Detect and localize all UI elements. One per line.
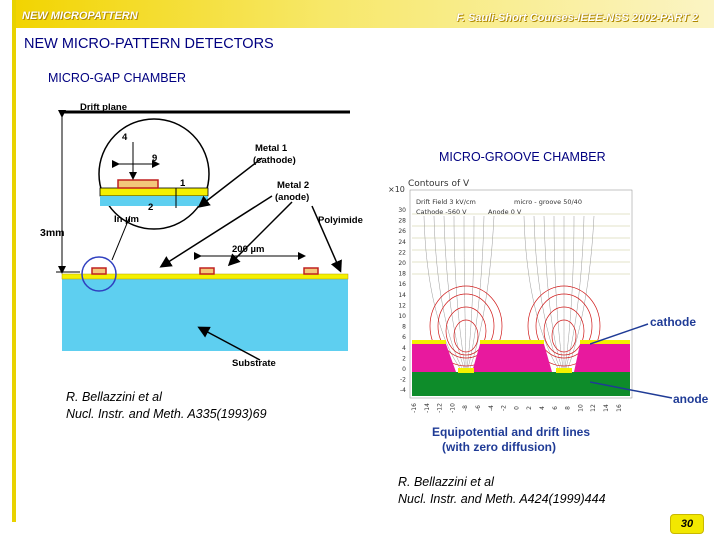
y-tick-label: 20: [398, 260, 406, 267]
polyimide-arrow: [311, 205, 342, 273]
equipotential-lines: [412, 213, 630, 275]
x-tick-label: -8: [462, 405, 469, 411]
x-tick-label: 6: [552, 406, 559, 410]
y-tick-label: 12: [398, 302, 406, 309]
header-bar: [12, 0, 714, 28]
slide-title: NEW MICRO-PATTERN DETECTORS: [24, 36, 274, 52]
anode-pads: [458, 368, 572, 373]
y-tick-label: 24: [398, 239, 406, 246]
substrate-block: [62, 279, 348, 351]
metal2-label: Metal 2: [277, 180, 310, 191]
cathode-blocks: [412, 344, 630, 372]
anode-strips: [91, 267, 319, 275]
detail-anode: [117, 179, 159, 189]
header-left-text: NEW MICROPATTERN: [22, 10, 138, 22]
plot-title-text: Contours of V: [408, 179, 470, 189]
dim-1-label: 1: [180, 178, 186, 189]
detail-polyimide: [99, 187, 209, 197]
mgr-annotation-arrows: [590, 323, 673, 399]
x-tick-label: 2: [526, 406, 533, 410]
metal1-arrow: [197, 157, 263, 208]
y-tick-label: 8: [402, 324, 406, 331]
drift-lines: [423, 215, 595, 369]
x-tick-label: 10: [577, 404, 584, 412]
header-right-text: F. Sauli-Short Courses-IEEE-NSS 2002-PAR…: [456, 12, 698, 24]
y-tick-label: 30: [398, 207, 406, 214]
y-tick-label: -2: [400, 377, 406, 384]
y-tick-label: 2: [402, 355, 406, 362]
substrate-label: Substrate: [232, 358, 276, 369]
anode-label: anode: [673, 392, 709, 406]
x-tick-label: -16: [411, 403, 418, 413]
height-label: 3mm: [40, 227, 65, 239]
detail-circle-small: [81, 256, 117, 292]
mgc-reference-line1: R. Bellazzini et al: [66, 390, 162, 404]
y-tick-label: 22: [398, 249, 406, 256]
x-tick-label: -10: [449, 403, 456, 413]
metal2-sublabel: (anode): [275, 192, 310, 203]
x-tick-label: 14: [603, 404, 610, 412]
metal2-arrow-2: [227, 201, 293, 267]
units-label: In µm: [114, 214, 140, 225]
metal1-sublabel: (cathode): [253, 155, 296, 166]
mgc-diagram: [56, 110, 350, 361]
x-tick-label: 16: [616, 404, 623, 412]
mgr-title: MICRO-GROOVE CHAMBER: [439, 150, 606, 164]
green-base: [412, 372, 630, 396]
y-tick-label: -4: [400, 387, 406, 394]
mgr-caption-line1: Equipotential and drift lines: [432, 425, 591, 439]
plot-param-1: Drift Field 3 kV/cm: [416, 198, 476, 206]
mgc-title: MICRO-GAP CHAMBER: [48, 71, 186, 85]
pitch-label: 200 µm: [232, 244, 265, 255]
page-number-badge: 30: [670, 514, 704, 534]
dim-9-label: 9: [152, 153, 158, 164]
field-loops: [429, 285, 601, 367]
plot-param-3: Cathode -560 V: [416, 208, 467, 216]
mgr-reference-line2: Nucl. Instr. and Meth. A424(1999)444: [398, 492, 606, 506]
dim-2-label: 2: [148, 202, 154, 213]
x-tick-label: -4: [488, 405, 495, 411]
drift-plane-label: Drift plane: [80, 102, 127, 113]
anode-pointer: [590, 381, 673, 399]
substrate-arrow: [197, 326, 261, 361]
x-tick-label: -14: [424, 403, 431, 413]
y-tick-label: 4: [402, 345, 406, 352]
plot-exponent-text: ×10: [388, 185, 405, 194]
x-tick-label: 12: [590, 404, 597, 412]
x-tick-label: -12: [437, 403, 444, 413]
x-tick-label: 4: [539, 406, 546, 410]
y-tick-label: 26: [398, 228, 406, 235]
metal1-label: Metal 1: [255, 143, 288, 154]
zoom-line: [111, 215, 131, 261]
detail-substrate: [100, 196, 208, 206]
cathode-label: cathode: [650, 315, 697, 329]
x-ticks: -16 -14 -12 -10 -8 -6 -4 -2 0 2 4 6 8 10 12 14 16: [411, 403, 623, 413]
cathode-strips: [412, 340, 630, 344]
x-tick-label: -2: [501, 405, 508, 411]
polyimide-label: Polyimide: [318, 215, 363, 226]
plot-param-4: Anode 0 V: [488, 208, 522, 216]
mgc-reference-line2: Nucl. Instr. and Meth. A335(1993)69: [66, 407, 267, 421]
y-tick-label: 16: [398, 281, 406, 288]
plot-param-2: micro - groove 50/40: [514, 198, 582, 206]
y-tick-label: 18: [398, 271, 406, 278]
y-tick-label: 6: [402, 334, 406, 341]
y-tick-label: 14: [398, 292, 406, 299]
mgr-reference-line1: R. Bellazzini et al: [398, 475, 494, 489]
dim-4-label: 4: [122, 132, 128, 143]
detail-circle-large: [98, 118, 210, 230]
metal2-arrow-1: [159, 195, 273, 268]
y-tick-label: 10: [398, 313, 406, 320]
cathode-pointer: [590, 323, 649, 345]
y-tick-label: 28: [398, 218, 406, 225]
x-tick-label: -6: [475, 405, 482, 411]
left-rule: [12, 0, 16, 522]
x-tick-label: 0: [513, 406, 520, 410]
y-tick-label: 0: [402, 366, 406, 373]
x-tick-label: 8: [565, 406, 572, 410]
mgr-caption-line2: (with zero diffusion): [442, 440, 556, 454]
